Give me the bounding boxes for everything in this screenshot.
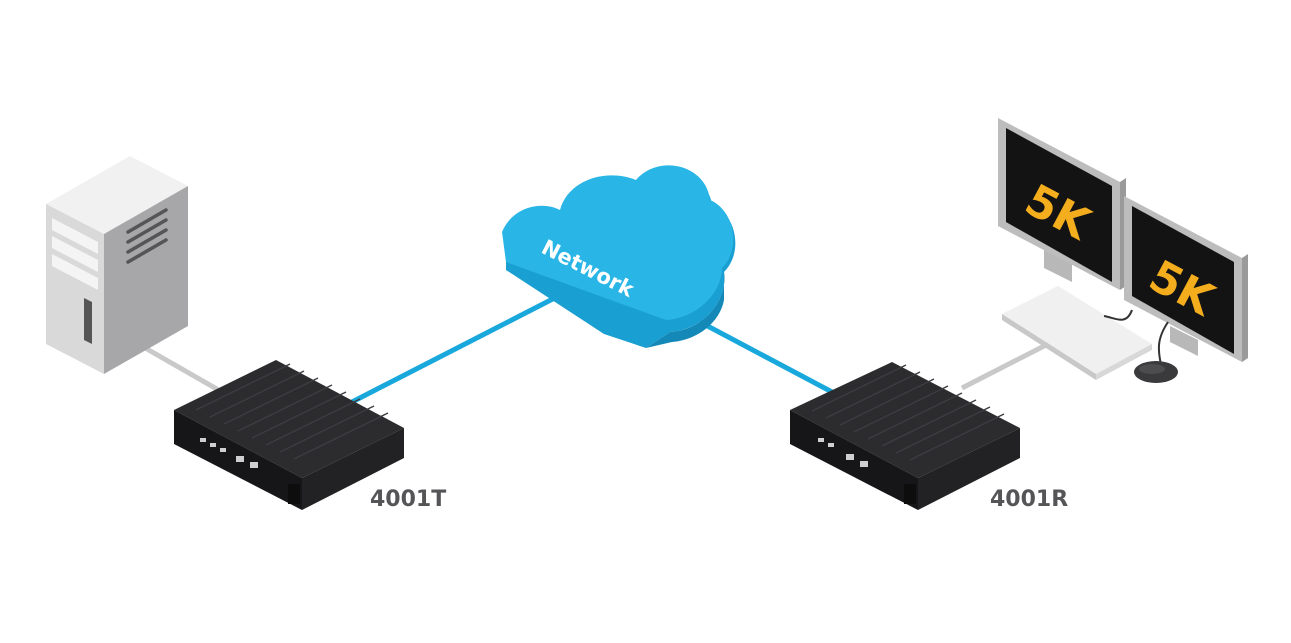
receiver-label: 4001R bbox=[990, 487, 1068, 512]
receiver-to-peripherals-cable bbox=[960, 341, 1050, 391]
keyboard bbox=[1002, 286, 1152, 380]
receiver-device bbox=[790, 362, 1020, 510]
transmitter-label: 4001T bbox=[370, 487, 446, 512]
monitor-2: 5K bbox=[1124, 196, 1248, 362]
network-cloud: Network bbox=[502, 165, 736, 348]
transmitter-device bbox=[174, 360, 404, 510]
pc-tower bbox=[46, 156, 188, 374]
monitor-1: 5K bbox=[998, 118, 1126, 290]
pc-to-transmitter-cable bbox=[138, 342, 224, 395]
network-to-receiver-link bbox=[698, 319, 834, 395]
transmitter-to-network-link bbox=[350, 283, 580, 405]
mouse bbox=[1103, 309, 1178, 383]
cables bbox=[138, 283, 1050, 405]
